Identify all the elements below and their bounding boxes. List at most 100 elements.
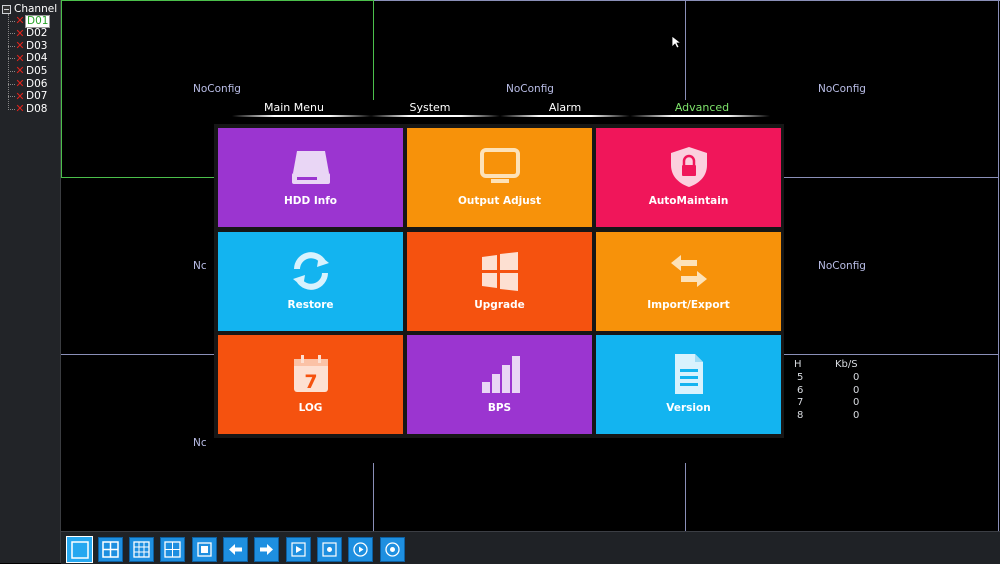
import-export-tile[interactable]: Import/Export: [596, 232, 781, 331]
channel-item[interactable]: ✕D03: [8, 40, 48, 52]
play-button[interactable]: [286, 537, 311, 562]
mouse-cursor-icon: [671, 34, 683, 53]
hdd-info-tile[interactable]: HDD Info: [218, 128, 403, 227]
tree-connector: [8, 108, 15, 110]
tree-connector: [8, 83, 15, 85]
tab-underline: [630, 115, 770, 117]
tile-label: Upgrade: [474, 298, 525, 311]
stats-header-channel: H: [794, 359, 802, 370]
playback-icon: [353, 542, 368, 557]
stats-channel-value: 5: [797, 372, 804, 383]
tile-label: Import/Export: [647, 298, 730, 311]
tree-connector: [8, 20, 15, 22]
channel-status-label: Nc: [193, 437, 207, 449]
disconnected-icon: ✕: [15, 26, 25, 40]
snapshot-button[interactable]: [380, 537, 405, 562]
single-view-button[interactable]: [66, 536, 93, 563]
grid-divider: [784, 177, 999, 178]
sixteen-view-icon: [164, 541, 181, 558]
tile-label: BPS: [487, 401, 512, 414]
version-tile[interactable]: Version: [596, 335, 781, 434]
stats-kbs-value: 0: [853, 397, 860, 409]
stats-channel-value: 8: [797, 409, 804, 421]
channel-tree-root[interactable]: Channel: [2, 3, 57, 15]
stats-kbs-value: 0: [853, 372, 860, 383]
windows-icon: [478, 249, 522, 293]
channel-label: D06: [26, 77, 48, 90]
sixteen-view-button[interactable]: [160, 537, 185, 562]
stats-kbs-value: 0: [853, 384, 860, 396]
upgrade-tile[interactable]: Upgrade: [407, 232, 592, 331]
document-icon: [667, 352, 711, 396]
fullscreen-icon: [197, 542, 212, 557]
tab-underline: [232, 115, 372, 117]
stats-channel-value: 7: [797, 397, 804, 409]
next-arrow-icon: [260, 544, 273, 555]
collapse-icon[interactable]: [2, 4, 11, 14]
nine-view-button[interactable]: [129, 537, 154, 562]
play-icon: [291, 542, 306, 557]
channel-label: D04: [26, 52, 48, 65]
selected-cell-border: [61, 177, 214, 178]
nine-view-icon: [133, 541, 150, 558]
tab-advanced[interactable]: Advanced: [674, 101, 730, 114]
refresh-icon: [289, 249, 333, 293]
channel-item[interactable]: ✕D02: [8, 26, 48, 40]
log-tile[interactable]: 7 LOG: [218, 335, 403, 434]
output-adjust-tile[interactable]: Output Adjust: [407, 128, 592, 227]
tab-system[interactable]: System: [409, 101, 451, 114]
tile-label: LOG: [298, 401, 323, 414]
swap-arrows-icon: [667, 249, 711, 293]
stats-header-kbs: Kb/S: [835, 359, 858, 370]
record-icon: [322, 542, 337, 557]
previous-arrow-icon: [229, 544, 242, 555]
channel-status-label: NoConfig: [506, 83, 554, 95]
channel-item[interactable]: ✕D05: [8, 65, 48, 77]
channel-item[interactable]: ✕D04: [8, 51, 48, 65]
calendar-day: 7: [304, 371, 317, 393]
channel-item[interactable]: ✕D07: [8, 90, 48, 103]
hdd-icon: [289, 145, 333, 189]
stats-kbs-value: 0: [853, 409, 860, 421]
channel-item[interactable]: ✕D01: [8, 14, 51, 28]
tree-connector: [8, 96, 15, 98]
tab-main-menu[interactable]: Main Menu: [264, 101, 324, 114]
channel-status-label: Nc: [193, 260, 207, 272]
restore-tile[interactable]: Restore: [218, 232, 403, 331]
disconnected-icon: ✕: [15, 14, 25, 27]
channel-label: D05: [26, 64, 48, 77]
next-button[interactable]: [254, 537, 279, 562]
tile-label: Output Adjust: [457, 194, 542, 207]
tree-connector: [8, 33, 15, 35]
calendar-icon: 7: [289, 352, 333, 396]
grid-divider: [998, 0, 999, 531]
channel-label: D01: [25, 14, 51, 28]
selected-cell-border: [373, 0, 374, 100]
channel-item[interactable]: ✕D08: [8, 103, 48, 115]
disconnected-icon: ✕: [15, 64, 25, 78]
quad-view-button[interactable]: [98, 537, 123, 562]
previous-button[interactable]: [223, 537, 248, 562]
channel-status-label: NoConfig: [818, 83, 866, 95]
single-view-icon: [70, 540, 89, 559]
snapshot-icon: [385, 542, 400, 557]
tree-connector: [8, 14, 10, 110]
tab-underline: [370, 115, 500, 117]
channel-status-label: NoConfig: [818, 260, 866, 272]
record-button[interactable]: [317, 537, 342, 562]
automaintain-tile[interactable]: AutoMaintain: [596, 128, 781, 227]
channel-label: D02: [26, 27, 48, 40]
bps-tile[interactable]: BPS: [407, 335, 592, 434]
channel-sidebar: Channel ✕D01✕D02✕D03✕D04✕D05✕D06✕D07✕D08: [0, 0, 61, 563]
playback-button[interactable]: [348, 537, 373, 562]
tile-label: AutoMaintain: [648, 194, 729, 207]
stats-channel-value: 6: [797, 384, 804, 396]
channel-root-label: Channel: [14, 3, 58, 15]
grid-divider: [61, 0, 1000, 1]
tab-underline: [500, 115, 630, 117]
disconnected-icon: ✕: [15, 51, 25, 65]
tab-alarm[interactable]: Alarm: [548, 101, 582, 114]
channel-item[interactable]: ✕D06: [8, 78, 48, 90]
bottom-toolbar: [61, 531, 1000, 564]
fullscreen-button[interactable]: [192, 537, 217, 562]
